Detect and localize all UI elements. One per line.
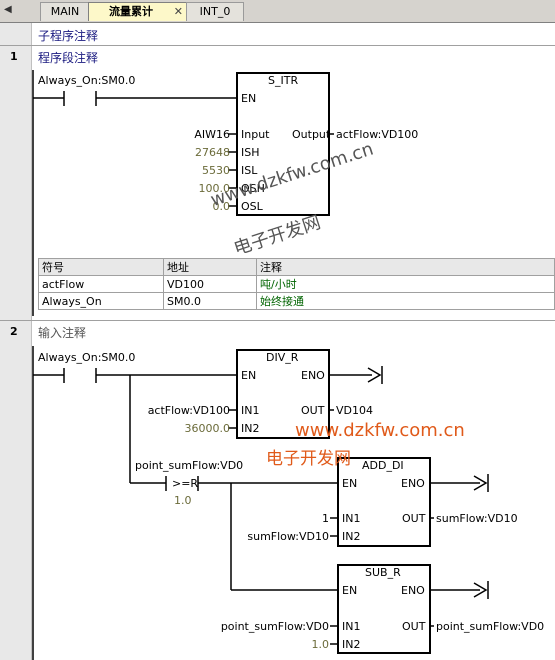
pin-out: OUT bbox=[301, 404, 325, 417]
tab-bar: ◀ MAIN 流量累计 ✕ INT_0 bbox=[0, 0, 555, 23]
symbol-cell: actFlow bbox=[38, 275, 164, 293]
pin-in1: IN1 bbox=[342, 512, 361, 525]
tab-label: 流量累计 bbox=[109, 5, 153, 18]
operand-osh[interactable]: 100.0 bbox=[198, 182, 231, 195]
pin-in2: IN2 bbox=[342, 530, 361, 543]
pin-output: Output bbox=[292, 128, 331, 141]
s-itr-box[interactable] bbox=[236, 72, 330, 216]
pin-in2: IN2 bbox=[342, 638, 361, 651]
network-comment[interactable]: 程序段注释 bbox=[38, 51, 99, 65]
pin-en: EN bbox=[342, 584, 358, 597]
tab-label: MAIN bbox=[50, 5, 80, 18]
pin-eno: ENO bbox=[301, 369, 325, 382]
div-r-box[interactable] bbox=[236, 349, 330, 439]
watermark-name: 电子开发网 bbox=[266, 449, 351, 469]
pin-isl: ISL bbox=[241, 164, 258, 177]
pin-eno: ENO bbox=[401, 584, 425, 597]
operand-out[interactable]: point_sumFlow:VD0 bbox=[436, 620, 545, 633]
operand-osl[interactable]: 0.0 bbox=[212, 200, 231, 213]
operand-in2[interactable]: sumFlow:VD10 bbox=[247, 530, 329, 543]
box-title: S_ITR bbox=[268, 74, 299, 87]
pin-eno: ENO bbox=[401, 477, 425, 490]
pin-out: OUT bbox=[402, 512, 426, 525]
operand-in1[interactable]: point_sumFlow:VD0 bbox=[220, 620, 329, 633]
operand-out[interactable]: sumFlow:VD10 bbox=[436, 512, 518, 525]
scroll-left-icon[interactable]: ◀ bbox=[4, 4, 12, 15]
operand-input[interactable]: AIW16 bbox=[194, 128, 230, 141]
comment-cell: 吨/小时 bbox=[256, 275, 555, 293]
address-cell: VD100 bbox=[163, 275, 257, 293]
operand-in1[interactable]: actFlow:VD100 bbox=[147, 404, 230, 417]
operand-in2[interactable]: 36000.0 bbox=[184, 422, 231, 435]
subroutine-comment[interactable]: 子程序注释 bbox=[38, 29, 99, 43]
tab-flow-total[interactable]: 流量累计 ✕ bbox=[88, 2, 188, 21]
network-divider bbox=[0, 320, 555, 321]
contact-label[interactable]: Always_On:SM0.0 bbox=[38, 351, 136, 364]
pin-en: EN bbox=[241, 369, 257, 382]
network-number[interactable]: 2 bbox=[10, 325, 18, 338]
pin-osl: OSL bbox=[241, 200, 263, 213]
pin-ish: ISH bbox=[241, 146, 260, 159]
network-divider bbox=[0, 45, 555, 46]
network-gutter bbox=[0, 23, 32, 660]
tab-int0[interactable]: INT_0 bbox=[186, 2, 244, 21]
sub-r-box[interactable] bbox=[337, 564, 431, 654]
compare-operand[interactable]: point_sumFlow:VD0 bbox=[135, 459, 244, 472]
address-cell: SM0.0 bbox=[163, 292, 257, 310]
operand-in1[interactable]: 1 bbox=[322, 512, 329, 525]
network-number[interactable]: 1 bbox=[10, 50, 18, 63]
table-row[interactable]: actFlow VD100 吨/小时 bbox=[38, 275, 555, 293]
symbol-table: 符号 地址 注释 actFlow VD100 吨/小时 Always_On SM… bbox=[38, 258, 555, 310]
pin-out: OUT bbox=[402, 620, 426, 633]
pin-in1: IN1 bbox=[342, 620, 361, 633]
compare-operator: >=R bbox=[172, 477, 199, 490]
operand-in2[interactable]: 1.0 bbox=[311, 638, 330, 651]
close-icon[interactable]: ✕ bbox=[173, 5, 183, 18]
watermark-url: www.dzkfw.com.cn bbox=[295, 420, 465, 441]
operand-output[interactable]: actFlow:VD100 bbox=[336, 128, 419, 141]
tab-label: INT_0 bbox=[199, 5, 231, 18]
pin-input: Input bbox=[241, 128, 270, 141]
col-comment: 注释 bbox=[256, 258, 555, 276]
box-title: DIV_R bbox=[266, 351, 299, 364]
operand-isl[interactable]: 5530 bbox=[202, 164, 230, 177]
operand-ish[interactable]: 27648 bbox=[195, 146, 230, 159]
pin-osh: OSH bbox=[241, 182, 265, 195]
box-title: SUB_R bbox=[365, 566, 401, 579]
symbol-table-header: 符号 地址 注释 bbox=[38, 258, 555, 276]
contact-label[interactable]: Always_On:SM0.0 bbox=[38, 74, 136, 87]
pin-en: EN bbox=[342, 477, 358, 490]
comment-cell: 始终接通 bbox=[256, 292, 555, 310]
pin-in2: IN2 bbox=[241, 422, 260, 435]
col-symbol: 符号 bbox=[38, 258, 164, 276]
box-title: ADD_DI bbox=[362, 459, 404, 472]
network-comment[interactable]: 输入注释 bbox=[38, 326, 87, 340]
symbol-cell: Always_On bbox=[38, 292, 164, 310]
table-row[interactable]: Always_On SM0.0 始终接通 bbox=[38, 292, 555, 310]
compare-value[interactable]: 1.0 bbox=[174, 494, 192, 507]
operand-out[interactable]: VD104 bbox=[336, 404, 373, 417]
pin-in1: IN1 bbox=[241, 404, 260, 417]
pin-en: EN bbox=[241, 92, 257, 105]
add-di-box[interactable] bbox=[337, 457, 431, 547]
col-address: 地址 bbox=[163, 258, 257, 276]
